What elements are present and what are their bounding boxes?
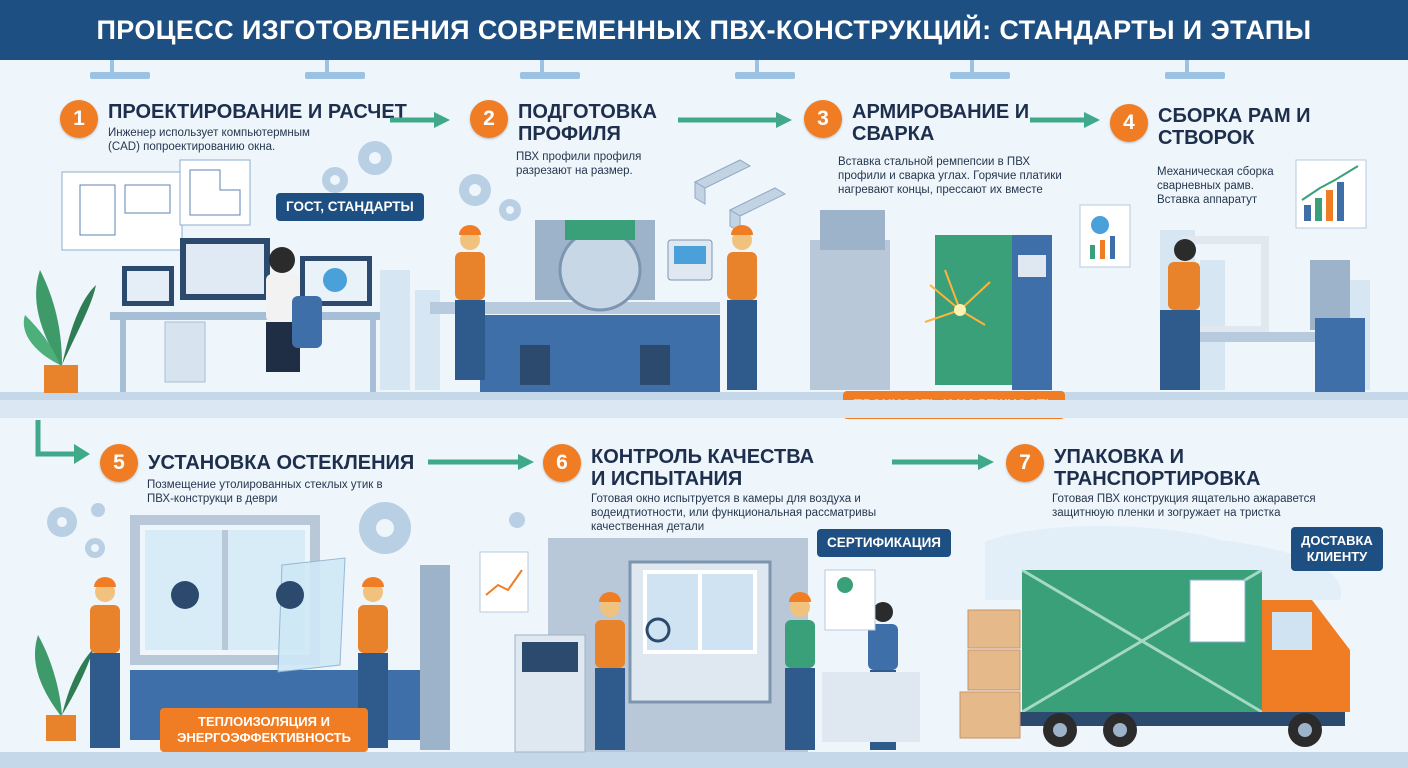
step-2-title: ПОДГОТОВКА ПРОФИЛЯ — [518, 101, 657, 145]
step-5-desc: Позмещение утолированных стеклых утик в … — [147, 479, 383, 505]
step-4-number: 4 — [1110, 104, 1148, 142]
step-1: 1 ПРОЕКТИРОВАНИЕ И РАСЧЕТ — [60, 100, 408, 138]
page-header: ПРОЦЕСС ИЗГОТОВЛЕНИЯ СОВРЕМЕННЫХ ПВХ-КОН… — [0, 0, 1408, 60]
bottom-scene-illustration — [0, 502, 1408, 768]
arrow-2-3 — [678, 112, 792, 128]
step-5: 5 УСТАНОВКА ОСТЕКЛЕНИЯ — [100, 444, 438, 482]
step-6: 6 КОНТРОЛЬ КАЧЕСТВА И ИСПЫТАНИЯ — [543, 444, 831, 490]
step-4: 4 СБОРКА РАМ И СТВОРОК — [1110, 104, 1328, 149]
bottom-scene — [0, 500, 1408, 768]
step-1-title: ПРОЕКТИРОВАНИЕ И РАСЧЕТ — [108, 101, 407, 123]
step-2-number: 2 — [470, 100, 508, 138]
step-3-desc: Вставка стальной ремпепсии в ПВХ профили… — [838, 156, 1062, 196]
arrow-1-2 — [390, 112, 450, 128]
badge-standards: ГОСТ, СТАНДАРТЫ — [276, 193, 424, 221]
step-3-number: 3 — [804, 100, 842, 138]
page-title: ПРОЦЕСС ИЗГОТОВЛЕНИЯ СОВРЕМЕННЫХ ПВХ-КОН… — [96, 14, 1312, 45]
step-2: 2 ПОДГОТОВКА ПРОФИЛЯ — [470, 100, 668, 145]
step-6-number: 6 — [543, 444, 581, 482]
step-1-desc: Инженер использует компьютермным (CAD) п… — [108, 127, 310, 153]
step-3-title: АРМИРОВАНИЕ И СВАРКА — [852, 101, 1030, 145]
step-6-title: КОНТРОЛЬ КАЧЕСТВА И ИСПЫТАНИЯ — [591, 446, 815, 490]
step-2-desc: ПВХ профили профиля разрезают на размер. — [516, 151, 642, 177]
badge-certification: СЕРТИФИКАЦИЯ — [817, 529, 952, 557]
arrow-4-5 — [35, 420, 90, 464]
step-5-title: УСТАНОВКА ОСТЕКЛЕНИЯ — [148, 452, 415, 474]
top-scene-illustration — [0, 60, 1408, 400]
badge-thermal: ТЕПЛОИЗОЛЯЦИЯ И ЭНЕРГОЭФФЕКТИВНОСТЬ — [160, 708, 368, 752]
top-scene — [0, 60, 1408, 400]
step-7-title: УПАКОВКА И ТРАНСПОРТИРОВКА — [1054, 446, 1261, 490]
section-divider — [0, 400, 1408, 418]
step-7: 7 УПАКОВКА И ТРАНСПОРТИРОВКА — [1006, 444, 1284, 490]
step-6-desc: Готовая окно испытруется в камеры для во… — [591, 493, 877, 533]
arrow-5-6 — [428, 454, 534, 470]
step-7-desc: Готовая ПВХ конструкция ящательно ажарав… — [1052, 493, 1316, 519]
arrow-3-4 — [1030, 112, 1100, 128]
step-1-number: 1 — [60, 100, 98, 138]
badge-delivery: ДОСТАВКА КЛИЕНТУ — [1291, 527, 1383, 571]
step-4-title: СБОРКА РАМ И СТВОРОК — [1158, 105, 1311, 149]
step-7-number: 7 — [1006, 444, 1044, 482]
step-5-number: 5 — [100, 444, 138, 482]
step-3: 3 АРМИРОВАНИЕ И СВАРКА — [804, 100, 1032, 145]
arrow-6-7 — [892, 454, 994, 470]
step-4-desc: Механическая сборка сварневных рамв. Вст… — [1157, 166, 1274, 206]
